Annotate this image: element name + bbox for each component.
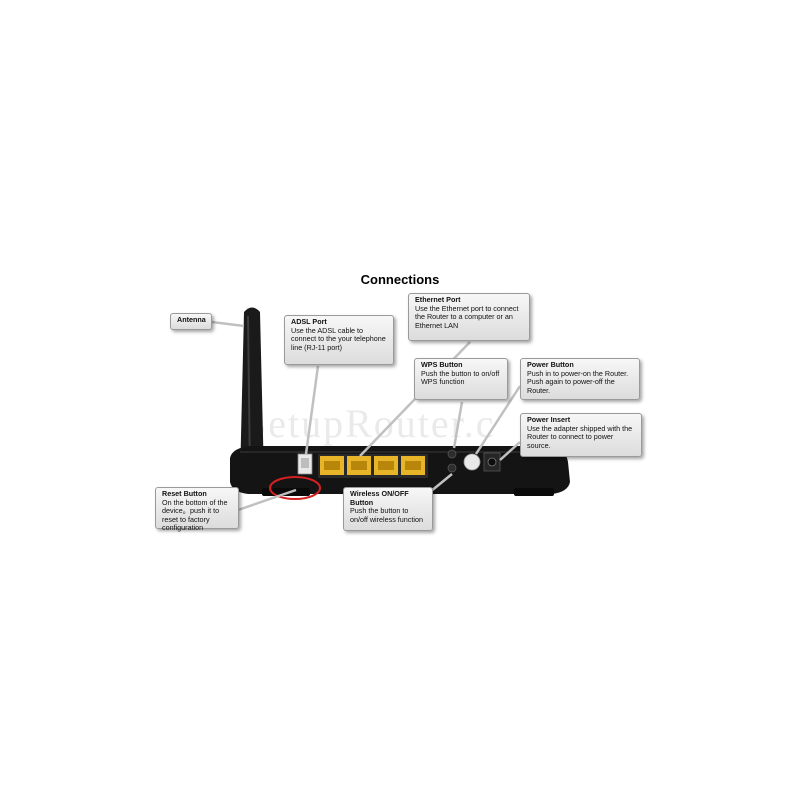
callout-power-insert: Power Insert Use the adapter shipped wit…: [520, 413, 642, 457]
callout-antenna-heading: Antenna: [177, 315, 206, 324]
adsl-port: [297, 453, 313, 475]
callout-wireless-button: Wireless ON/OFF Button Push the button t…: [343, 487, 433, 531]
callout-reset-button: Reset Button On the bottom of the device…: [155, 487, 239, 532]
callout-power-button: Power Button Push in to power-on the Rou…: [520, 358, 640, 400]
callout-reset-description: On the bottom of the device。push it to r…: [162, 497, 228, 533]
callout-adsl-port: ADSL Port Use the ADSL cable to connect …: [284, 315, 394, 365]
callout-adsl-description: Use the ADSL cable to connect to the you…: [291, 325, 386, 352]
callout-power-button-heading: Power Button: [527, 360, 574, 369]
callout-wireless-description: Push the button to on/off wireless funct…: [350, 506, 423, 524]
ethernet-ports: [318, 454, 428, 478]
callout-ethernet-port: Ethernet Port Use the Ethernet port to c…: [408, 293, 530, 341]
wps-and-wireless-buttons: [447, 449, 457, 473]
reset-highlight-circle: [269, 476, 321, 500]
power-button: [463, 453, 481, 471]
callout-wps-description: Push the button to on/off WPS function: [421, 368, 500, 387]
diagram-title: Connections: [360, 272, 440, 287]
watermark: SetupRouter.c: [244, 401, 496, 446]
callout-wps-button: WPS Button Push the button to on/off WPS…: [414, 358, 508, 400]
callout-ethernet-heading: Ethernet Port: [415, 295, 461, 304]
callout-power-insert-description: Use the adapter shipped with the Router …: [527, 423, 633, 450]
callout-antenna: Antenna: [170, 313, 212, 330]
callout-reset-heading: Reset Button: [162, 489, 207, 498]
callout-wireless-heading: Wireless ON/OFF Button: [350, 489, 409, 507]
callout-power-button-description: Push in to power-on the Router. Push aga…: [527, 368, 629, 395]
callout-power-insert-heading: Power Insert: [527, 415, 571, 424]
callout-ethernet-description: Use the Ethernet port to connect the Rou…: [415, 303, 519, 330]
callout-adsl-heading: ADSL Port: [291, 317, 327, 326]
power-insert: [483, 452, 501, 472]
callout-wps-heading: WPS Button: [421, 360, 463, 369]
